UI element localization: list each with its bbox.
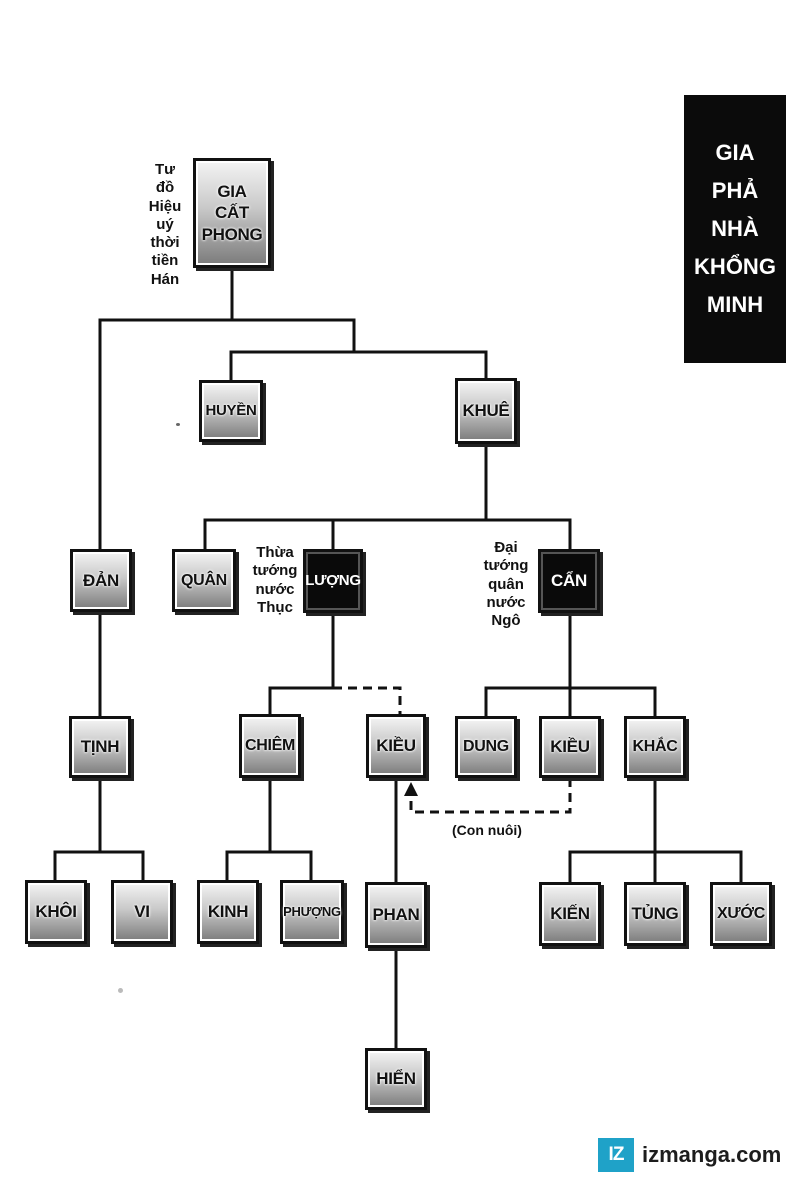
node-can: CẨN: [538, 549, 600, 613]
node-kieu-2: KIỀU: [539, 716, 601, 778]
node-kieu-1: KIỀU: [366, 714, 426, 778]
annotation-luong-role: Thừa tướng nước Thục: [252, 544, 298, 616]
node-khac: KHẮC: [624, 716, 686, 778]
node-khue: KHUÊ: [455, 378, 517, 444]
speck: [118, 988, 123, 993]
node-dung: DUNG: [455, 716, 517, 778]
node-hien: HIỂN: [365, 1048, 427, 1110]
speck: [176, 423, 180, 426]
title-line: NHÀ: [711, 216, 759, 242]
node-gia-cat-phong: GIA CẤT PHONG: [193, 158, 271, 268]
node-quan: QUÂN: [172, 549, 236, 612]
logo-text: izmanga.com: [642, 1142, 782, 1167]
node-phan: PHAN: [365, 882, 427, 948]
title-line: GIA: [715, 140, 755, 166]
node-tung: TỦNG: [624, 882, 686, 946]
izmanga-logo-icon: IZ: [598, 1138, 634, 1172]
title-line: PHẢ: [711, 178, 759, 204]
node-luong: LƯỢNG: [303, 549, 363, 613]
izmanga-logo[interactable]: IZ izmanga.com: [598, 1138, 781, 1172]
page-title: GIA PHẢ NHÀ KHỔNG MINH: [684, 95, 786, 363]
node-tinh: TỊNH: [69, 716, 131, 778]
node-dan: ĐẢN: [70, 549, 132, 612]
adoption-arrow-icon: [404, 782, 418, 796]
title-line: KHỔNG: [694, 253, 776, 279]
annotation-can-role: Đại tướng quân nước Ngô: [483, 539, 529, 630]
node-chiem: CHIÊM: [239, 714, 301, 778]
node-huyen: HUYỀN: [199, 380, 263, 442]
node-kinh: KINH: [197, 880, 259, 944]
node-vi: VI: [111, 880, 173, 944]
annotation-adoption: (Con nuôi): [452, 822, 522, 838]
node-khoi: KHÔI: [25, 880, 87, 944]
annotation-phong-role: Tư đồ Hiệu uý thời tiền Hán: [148, 161, 182, 288]
node-phuong: PHƯỢNG: [280, 880, 344, 944]
title-line: MINH: [706, 291, 764, 317]
node-xuoc: XƯỚC: [710, 882, 772, 946]
node-kien: KIẾN: [539, 882, 601, 946]
